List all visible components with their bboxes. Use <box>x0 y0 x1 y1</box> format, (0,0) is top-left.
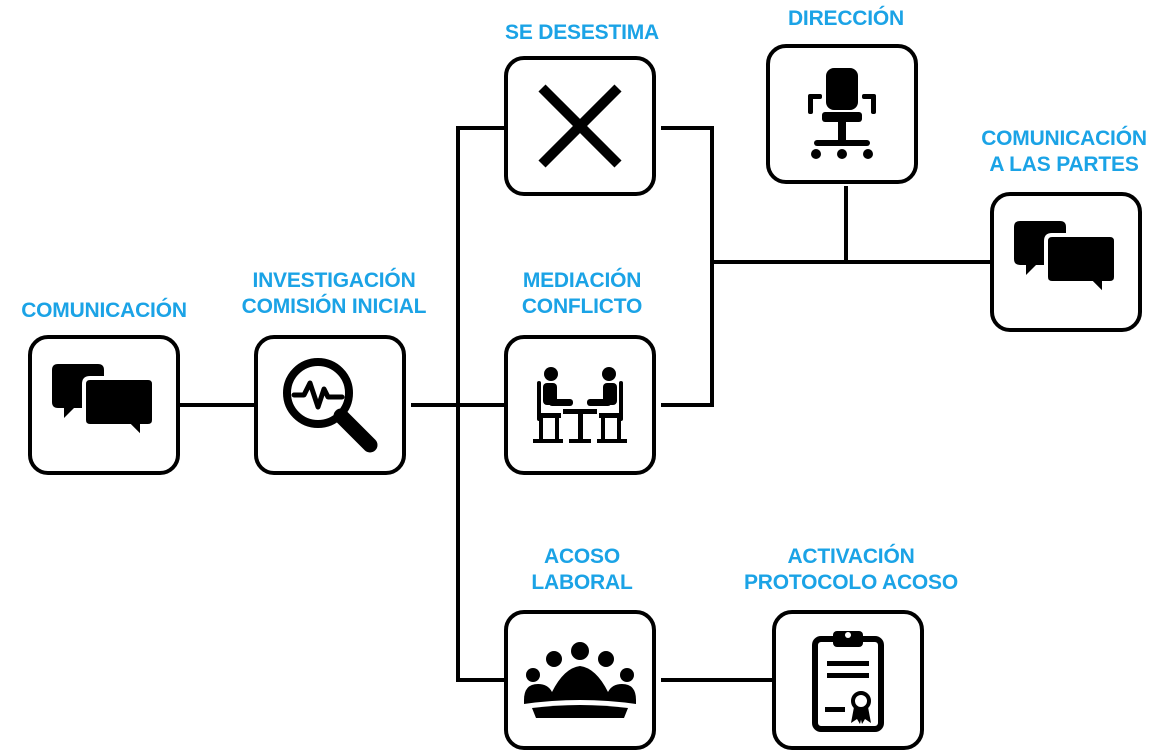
chat-bubbles-icon <box>52 364 156 443</box>
label-acoso: ACOSO LABORAL <box>531 545 633 594</box>
line-branch-trunk <box>456 126 508 682</box>
node-acoso <box>504 610 656 750</box>
node-desestima <box>504 56 656 196</box>
label-mediacion: MEDIACIÓN CONFLICTO <box>521 269 643 318</box>
node-comunicacion-partes <box>990 192 1142 332</box>
label-protocolo: ACTIVACIÓN PROTOCOLO ACOSO <box>743 545 958 594</box>
node-direccion <box>766 44 918 184</box>
x-mark-icon <box>538 84 622 168</box>
node-comunicacion <box>28 335 180 475</box>
meeting-table-icon <box>533 367 627 443</box>
label-comunicacion: COMUNICACIÓN <box>21 299 187 322</box>
chat-bubbles-icon <box>1014 221 1118 300</box>
label-investigacion: INVESTIGACIÓN COMISIÓN INICIAL <box>241 269 427 318</box>
line-outcome-trunk <box>661 126 714 407</box>
clipboard-certificate-icon <box>812 631 884 732</box>
label-desestima: SE DESESTIMA <box>505 21 659 44</box>
node-protocolo <box>772 610 924 750</box>
node-mediacion <box>504 335 656 475</box>
magnifier-pulse-icon <box>283 358 378 453</box>
label-comunicacion-partes: COMUNICACIÓN A LAS PARTES <box>981 127 1147 176</box>
group-meeting-icon <box>524 642 636 718</box>
node-investigacion <box>254 335 406 475</box>
label-direccion: DIRECCIÓN <box>787 7 905 30</box>
office-chair-icon <box>808 68 876 159</box>
